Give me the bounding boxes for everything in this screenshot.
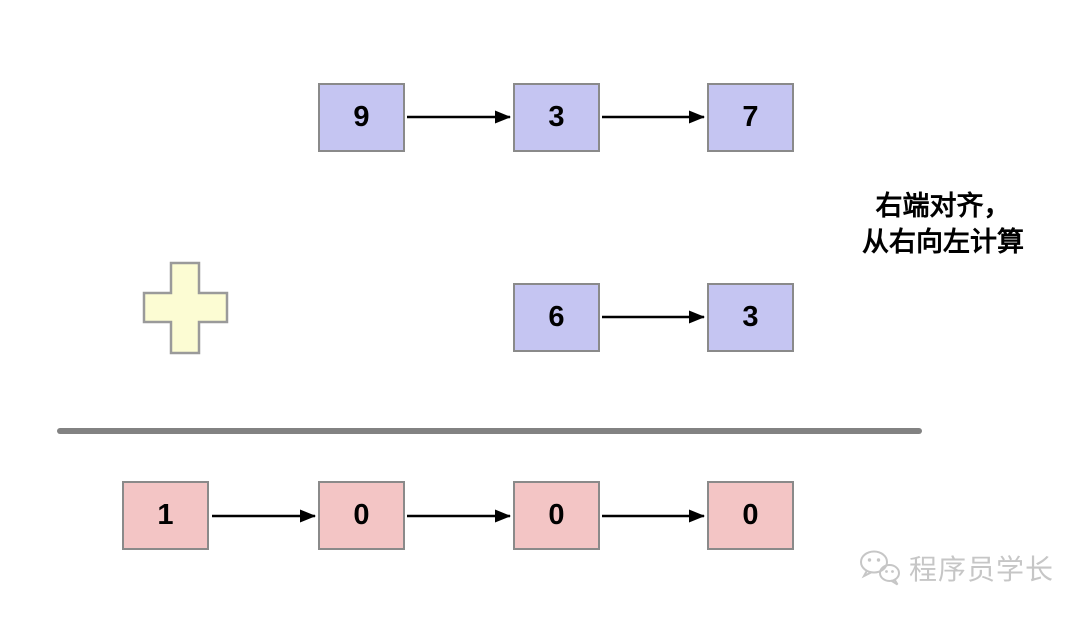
plus-icon	[142, 261, 229, 355]
watermark-text: 程序员学长	[909, 554, 1055, 585]
addend1-node-0: 9	[318, 83, 405, 152]
addend1-node-1: 3	[513, 83, 600, 152]
result-node-3: 0	[707, 481, 794, 550]
annotation-line-1: 右端对齐，	[875, 191, 1011, 221]
addend1-node-2: 7	[707, 83, 794, 152]
result-node-1: 0	[318, 481, 405, 550]
sum-divider-line	[57, 428, 922, 434]
addend2-node-1: 3	[707, 283, 794, 352]
wechat-icon	[860, 550, 900, 586]
addend2-node-0: 6	[513, 283, 600, 352]
annotation-text: 右端对齐， 从右向左计算	[833, 188, 1053, 260]
result-node-2: 0	[513, 481, 600, 550]
plus-polygon	[142, 261, 229, 355]
result-node-0: 1	[122, 481, 209, 550]
annotation-line-2: 从右向左计算	[862, 227, 1024, 257]
watermark: 程序员学长	[858, 548, 1054, 588]
